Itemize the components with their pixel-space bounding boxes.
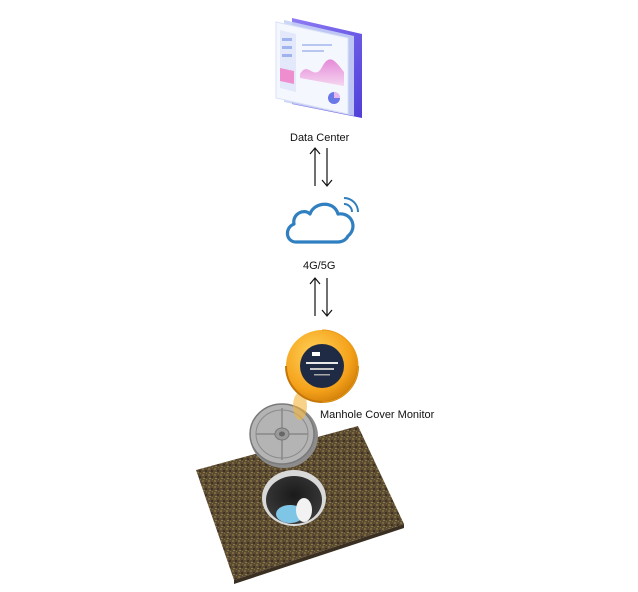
bidirectional-arrow-bottom <box>309 277 333 317</box>
network-label: 4G/5G <box>303 260 336 272</box>
data-center-screen-icon <box>270 12 370 124</box>
cloud-wireless-icon <box>282 194 362 250</box>
manhole-scene <box>196 329 404 584</box>
sensor-device-icon <box>285 329 359 403</box>
data-center-label: Data Center <box>290 132 350 144</box>
device-label: Manhole Cover Monitor <box>320 409 435 421</box>
glow-effect <box>293 392 307 420</box>
manhole-cover <box>249 403 318 468</box>
manhole-opening <box>262 470 326 526</box>
bidirectional-arrow-top <box>309 147 333 187</box>
